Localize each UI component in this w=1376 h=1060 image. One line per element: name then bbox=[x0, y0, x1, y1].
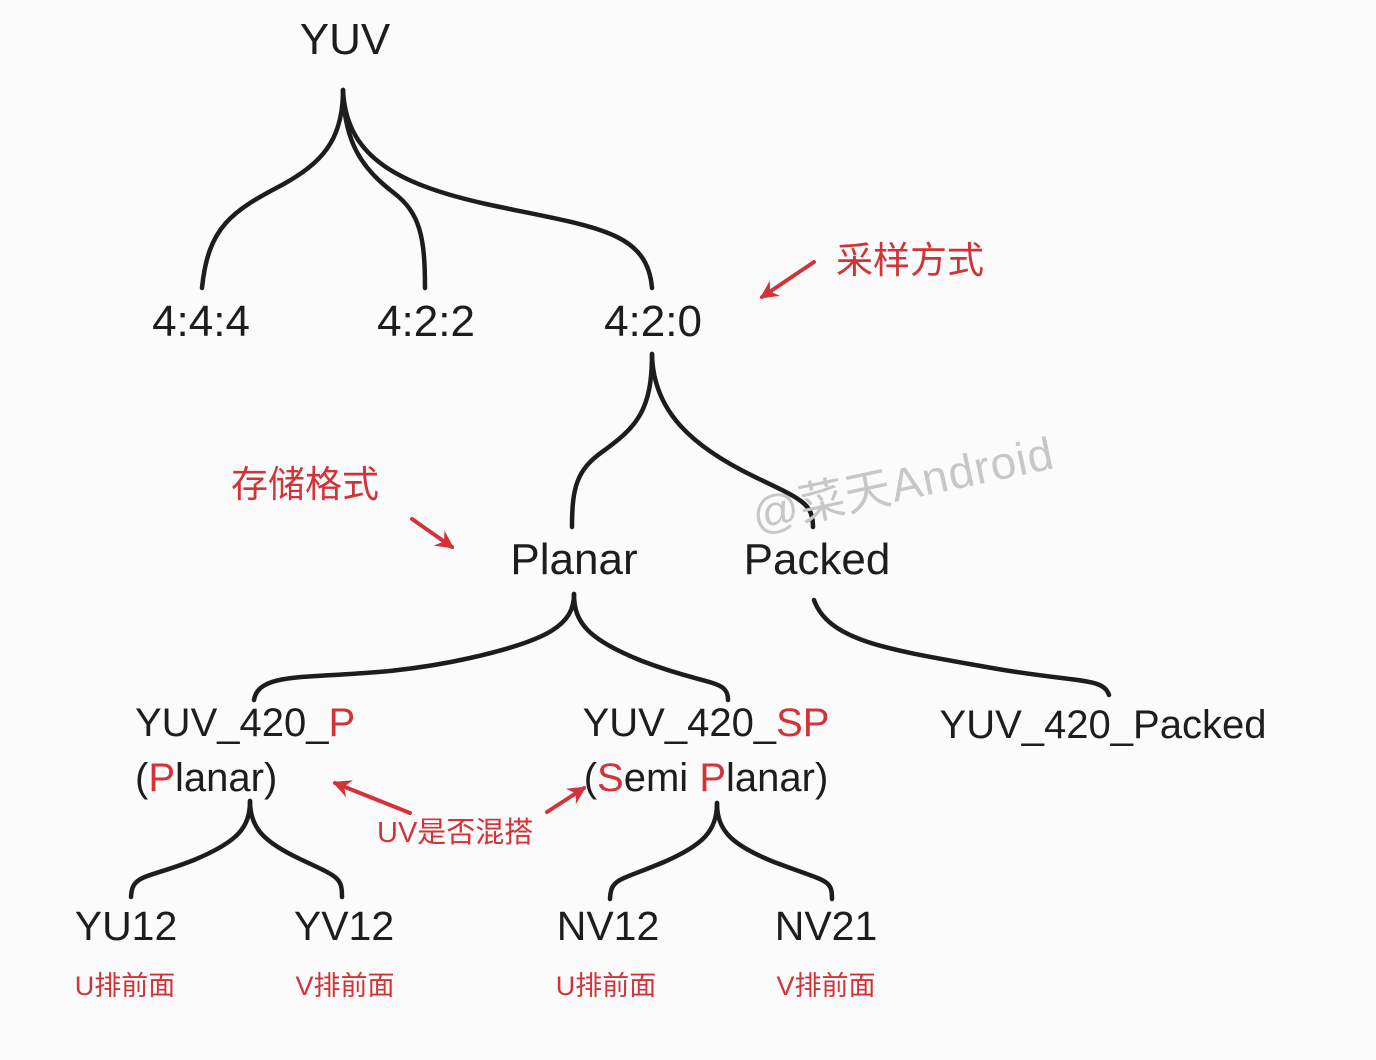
node-yuv420sp-alias: (Semi Planar) bbox=[583, 756, 829, 800]
node-yuv420packed: YUV_420_Packed bbox=[939, 703, 1267, 747]
annotation-uv-mix: UV是否混搭 bbox=[377, 817, 534, 849]
node-yuv420sp: YUV_420_SP (Semi Planar) bbox=[583, 696, 830, 806]
edge-420-to-packed bbox=[649, 351, 816, 530]
note-yv12: V排前面 bbox=[295, 971, 395, 1001]
edge-sp-to-nv21 bbox=[714, 800, 835, 902]
node-yuv: YUV bbox=[299, 15, 391, 64]
edge-p-to-yu12 bbox=[128, 798, 253, 900]
arrow-uv-right bbox=[545, 786, 587, 814]
node-yuv420p: YUV_420_P (Planar) bbox=[135, 696, 355, 806]
node-yuv420p-name: YUV_420_P bbox=[135, 701, 356, 745]
node-yu12: YU12 bbox=[74, 903, 178, 949]
arrow-uv-left bbox=[332, 780, 412, 815]
edge-yuv-to-444 bbox=[199, 87, 346, 291]
node-420: 4:2:0 bbox=[604, 297, 702, 346]
node-planar: Planar bbox=[510, 535, 638, 584]
annotation-sampling: 采样方式 bbox=[836, 240, 984, 281]
arrow-storage bbox=[410, 517, 455, 549]
note-yu12: U排前面 bbox=[74, 971, 176, 1001]
node-422: 4:2:2 bbox=[377, 297, 475, 346]
node-packed: Packed bbox=[743, 535, 891, 584]
edge-p-to-yv12 bbox=[247, 798, 345, 900]
edge-yuv-to-422 bbox=[340, 87, 428, 291]
edge-420-to-planar bbox=[569, 351, 655, 530]
edge-sp-to-nv12 bbox=[607, 800, 720, 902]
note-nv12: U排前面 bbox=[555, 971, 657, 1001]
node-nv21: NV21 bbox=[774, 903, 878, 949]
annotation-storage: 存储格式 bbox=[231, 464, 379, 505]
edge-planar-to-sp bbox=[571, 591, 731, 703]
node-yv12: YV12 bbox=[293, 903, 395, 949]
note-nv21: V排前面 bbox=[776, 971, 876, 1001]
edge-packed-to-packed420 bbox=[811, 597, 1112, 698]
edge-yuv-to-420 bbox=[340, 87, 655, 291]
node-yuv420p-alias: (Planar) bbox=[135, 756, 278, 800]
arrow-sampling bbox=[759, 260, 816, 299]
edge-planar-to-p bbox=[251, 591, 577, 703]
node-444: 4:4:4 bbox=[152, 297, 250, 346]
node-yuv420sp-name: YUV_420_SP bbox=[582, 701, 830, 745]
node-nv12: NV12 bbox=[556, 903, 660, 949]
